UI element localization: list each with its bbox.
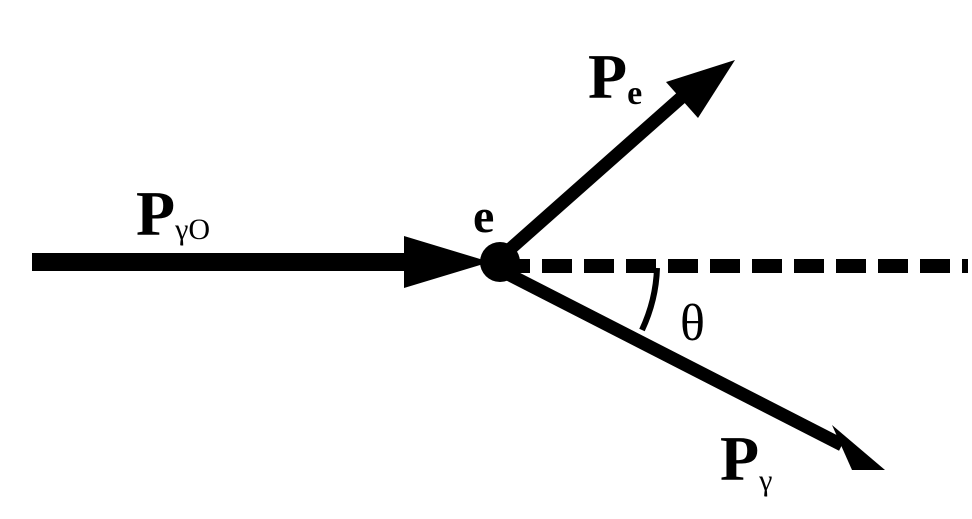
angle-label: θ <box>680 295 705 352</box>
incident-photon-label-main: P <box>136 178 175 249</box>
electron-dot <box>480 242 520 282</box>
electron-momentum-label: Pe <box>588 41 642 112</box>
electron-momentum-label-main: P <box>588 41 627 112</box>
angle-arc <box>639 267 660 332</box>
electron-label: e <box>473 190 494 243</box>
scattered-photon-label-sub: γ <box>758 464 772 497</box>
electron-recoil-arrow <box>495 60 735 263</box>
scattered-photon-arrow <box>497 264 885 470</box>
incident-photon-label-sub: γO <box>174 213 210 246</box>
incident-photon-label: PγO <box>136 178 210 249</box>
incident-photon-arrow <box>32 236 490 288</box>
scattered-photon-label-main: P <box>720 423 759 494</box>
electron-momentum-label-sub: e <box>627 75 642 112</box>
scattered-photon-label: Pγ <box>720 423 772 497</box>
